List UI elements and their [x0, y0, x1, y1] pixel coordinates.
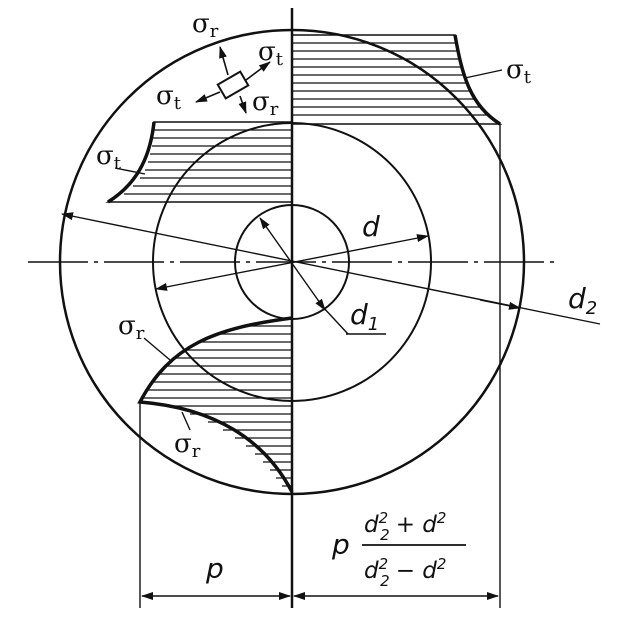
sigma-t-right-label: σt [506, 55, 532, 88]
stress-element [195, 46, 271, 114]
sigma-r-top-label: σr [192, 9, 219, 42]
sigma-t-top-label: σt [258, 37, 284, 70]
sigma-t-right-hatch [292, 34, 503, 126]
sigma-r-element-label: σr [252, 87, 279, 120]
svg-text:p: p [331, 528, 350, 561]
sigma-t-right-leader [464, 69, 503, 79]
d2-label: d2 [568, 282, 597, 319]
sigma-r-upper-leader [143, 337, 171, 361]
sigma-r-left-hatch [137, 316, 294, 493]
d1-label: d1 [350, 298, 379, 335]
svg-text:d22+ d2: d22+ d2 [364, 509, 446, 544]
d1-dimension-arrow [259, 217, 326, 311]
p-label: p [205, 552, 224, 585]
svg-text:d22− d2: d22− d2 [364, 555, 446, 590]
sigma-t-element-label: σt [156, 81, 182, 114]
sigma-r-lower-label: σr [174, 429, 201, 462]
sigma-t-left-label: σt [96, 141, 122, 174]
d1-leader [321, 305, 349, 335]
sigma-r-upper-label: σr [118, 311, 145, 344]
sigma-r-lower-leader [181, 411, 191, 431]
d-label: d [362, 210, 380, 243]
sigma-t-left-leader [114, 167, 146, 175]
sigma-t-left-hatch [105, 121, 292, 204]
